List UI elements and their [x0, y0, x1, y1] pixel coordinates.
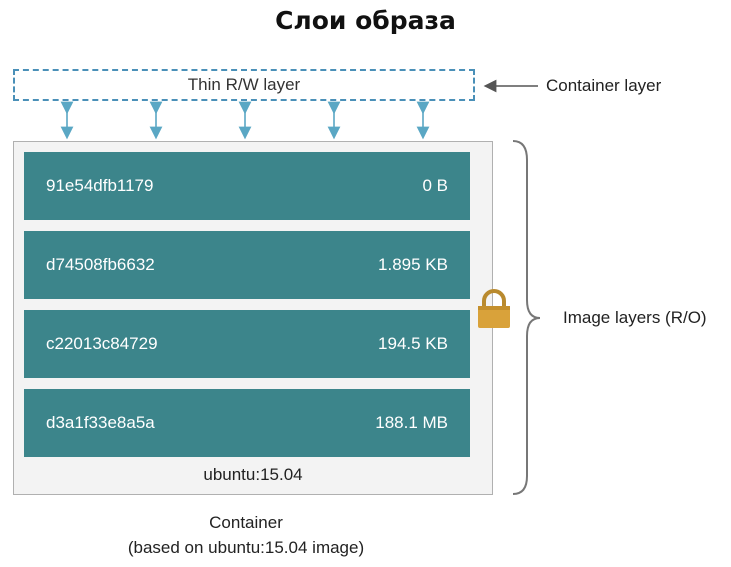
caption-line-2: (based on ubuntu:15.04 image) [127, 538, 365, 557]
layer-id: 91e54dfb1179 [46, 176, 154, 195]
image-layers-bracket [512, 140, 541, 495]
diagram-title: Слои образа [275, 6, 456, 35]
image-layer-row: c22013c84729 194.5 KB [24, 310, 470, 378]
caption-line-1: Container [209, 513, 283, 532]
thin-rw-layer: Thin R/W layer [13, 69, 475, 101]
layer-size: 194.5 KB [378, 334, 448, 353]
layer-size: 188.1 MB [375, 413, 448, 432]
image-layer-row: d74508fb6632 1.895 KB [24, 231, 470, 299]
image-layers-label: Image layers (R/O) [563, 308, 707, 327]
lock-icon [478, 289, 510, 328]
layer-size: 1.895 KB [378, 255, 448, 274]
layer-id: d74508fb6632 [46, 255, 155, 274]
thin-rw-layer-label: Thin R/W layer [187, 75, 301, 94]
image-layer-row: d3a1f33e8a5a 188.1 MB [24, 389, 470, 457]
base-image-label: ubuntu:15.04 [203, 465, 303, 484]
image-layers-box: 91e54dfb1179 0 B d74508fb6632 1.895 KB c… [13, 141, 493, 495]
image-layer-row: 91e54dfb1179 0 B [24, 152, 470, 220]
layer-size: 0 B [422, 176, 448, 195]
container-layer-label: Container layer [546, 76, 662, 95]
layer-id: d3a1f33e8a5a [46, 413, 155, 432]
layer-id: c22013c84729 [46, 334, 158, 353]
